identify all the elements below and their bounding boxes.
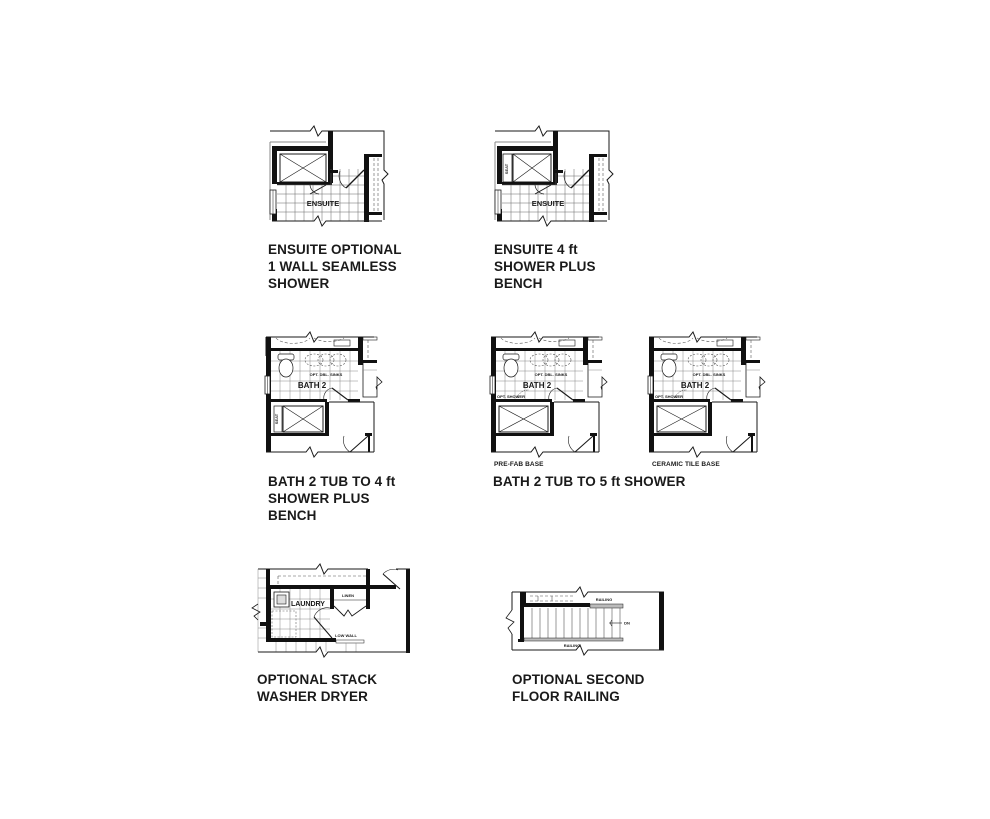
sublabel-ceramic-tile-base: CERAMIC TILE BASE <box>652 461 720 468</box>
plan-ensuite-seamless: ENSUITE <box>264 124 389 227</box>
caption-second-floor-railing: OPTIONAL SECOND FLOOR RAILING <box>512 671 645 705</box>
room-label-ensuite: ENSUITE <box>307 199 340 208</box>
caption-line: SHOWER <box>268 276 330 291</box>
sinks-label: OPT. DBL. SINKS <box>535 372 568 377</box>
bench-label: SEAT <box>504 163 509 174</box>
ensuite-bench-drawing: SEAT ENSUITE <box>494 125 614 227</box>
bench-label: SEAT <box>274 413 279 424</box>
bath2-ceramic-drawing: OPT. DBL. SINKS BATH 2 OPT. SHOWER <box>647 331 766 458</box>
caption-line: 1 WALL SEAMLESS <box>268 259 397 274</box>
sinks-label: OPT. DBL. SINKS <box>310 372 343 377</box>
plan-bath2-4ft-bench: OPT. DBL. SINKS BATH 2 SEAT <box>262 331 383 458</box>
caption-line: ENSUITE 4 ft <box>494 242 578 257</box>
top-railing-label: RAILING <box>596 597 612 602</box>
caption-bath2-5ft-shower: BATH 2 TUB TO 5 ft SHOWER <box>493 473 686 490</box>
ensuite-seamless-drawing: ENSUITE <box>269 125 389 227</box>
caption-ensuite-seamless: ENSUITE OPTIONAL 1 WALL SEAMLESS SHOWER <box>268 241 402 292</box>
plan-stack-washer-dryer: LAUNDRY LINEN LOW WALL <box>248 563 412 658</box>
caption-line: BENCH <box>268 508 317 523</box>
caption-line: SHOWER PLUS <box>268 491 370 506</box>
plan-bath2-prefab: OPT. DBL. SINKS BATH 2 OPT. SHOWER <box>487 331 608 458</box>
plan-bath2-ceramic: OPT. DBL. SINKS BATH 2 OPT. SHOWER <box>645 331 766 458</box>
shower-label: OPT. SHOWER <box>655 394 683 399</box>
caption-line: BENCH <box>494 276 543 291</box>
sinks-label: OPT. DBL. SINKS <box>693 372 726 377</box>
caption-line: FLOOR RAILING <box>512 689 620 704</box>
low-wall-label: LOW WALL <box>335 633 357 638</box>
caption-line: OPTIONAL STACK <box>257 672 378 687</box>
caption-line: SHOWER PLUS <box>494 259 596 274</box>
bath2-bench-drawing: OPT. DBL. SINKS BATH 2 SEAT <box>264 331 383 458</box>
caption-line: OPTIONAL SECOND <box>512 672 645 687</box>
room-label-bath2: BATH 2 <box>523 381 552 390</box>
caption-line: ENSUITE OPTIONAL <box>268 242 402 257</box>
room-label-bath2: BATH 2 <box>298 381 327 390</box>
caption-line: BATH 2 TUB TO 5 ft SHOWER <box>493 474 686 489</box>
caption-bath2-4ft-bench: BATH 2 TUB TO 4 ft SHOWER PLUS BENCH <box>268 473 395 524</box>
linen-label: LINEN <box>342 593 354 598</box>
laundry-drawing: LAUNDRY LINEN LOW WALL <box>251 563 410 658</box>
plan-second-floor-railing: RAILING DN RAILING <box>504 584 668 658</box>
caption-line: BATH 2 TUB TO 4 ft <box>268 474 396 489</box>
railing-drawing: RAILING DN RAILING <box>505 586 664 656</box>
room-label-laundry: LAUNDRY <box>291 601 325 608</box>
caption-line: WASHER DRYER <box>257 689 368 704</box>
bottom-railing-label: RAILING <box>564 643 580 648</box>
caption-ensuite-bench: ENSUITE 4 ft SHOWER PLUS BENCH <box>494 241 596 292</box>
sublabel-prefab-base: PRE-FAB BASE <box>494 461 544 468</box>
caption-stack-washer-dryer: OPTIONAL STACK WASHER DRYER <box>257 671 377 705</box>
room-label-ensuite: ENSUITE <box>532 199 565 208</box>
plan-ensuite-bench: SEAT ENSUITE <box>489 124 614 227</box>
shower-label: OPT. SHOWER <box>497 394 525 399</box>
room-label-bath2: BATH 2 <box>681 381 710 390</box>
bath2-prefab-drawing: OPT. DBL. SINKS BATH 2 OPT. SHOWER <box>489 331 608 458</box>
stair-direction-label: DN <box>624 621 630 626</box>
